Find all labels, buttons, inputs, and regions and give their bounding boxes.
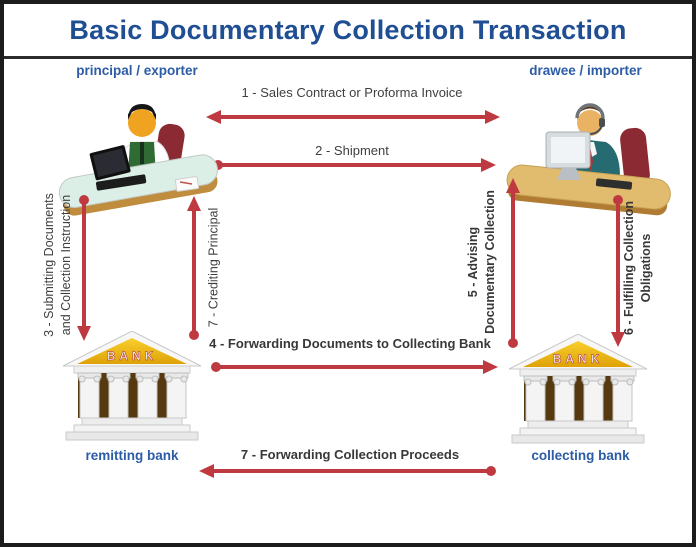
exporter-figure	[58, 104, 218, 216]
bank-sign-text: BANK	[107, 349, 158, 363]
page-title: Basic Documentary Collection Transaction	[69, 14, 627, 45]
label-step6-fulfilling-obligations: 6 - Fulfilling Collection Obligations	[622, 200, 653, 336]
label-step5-advising-collection: 5 - Advising Documentary Collection	[466, 190, 497, 334]
label-step2-shipment: 2 - Shipment	[315, 143, 389, 158]
label-step1-sales-contract: 1 - Sales Contract or Proforma Invoice	[241, 85, 463, 100]
collecting-bank-building: BANK	[508, 334, 648, 444]
label-remitting-bank: remitting bank	[85, 448, 179, 463]
label-drawee-importer: drawee / importer	[529, 63, 642, 78]
bank-sign-text: BANK	[553, 352, 604, 366]
label-principal-exporter: principal / exporter	[76, 63, 198, 78]
label-step7-forwarding-proceeds: 7 - Forwarding Collection Proceeds	[240, 447, 460, 462]
title-bar: Basic Documentary Collection Transaction	[4, 4, 692, 59]
importer-figure	[506, 103, 671, 216]
label-step7-crediting-principal: 7 - Crediting Principal	[206, 207, 221, 328]
remitting-bank-building: BANK	[62, 331, 202, 441]
label-step4-forwarding-documents: 4 - Forwarding Documents to Collecting B…	[209, 336, 491, 351]
label-collecting-bank: collecting bank	[531, 448, 630, 463]
